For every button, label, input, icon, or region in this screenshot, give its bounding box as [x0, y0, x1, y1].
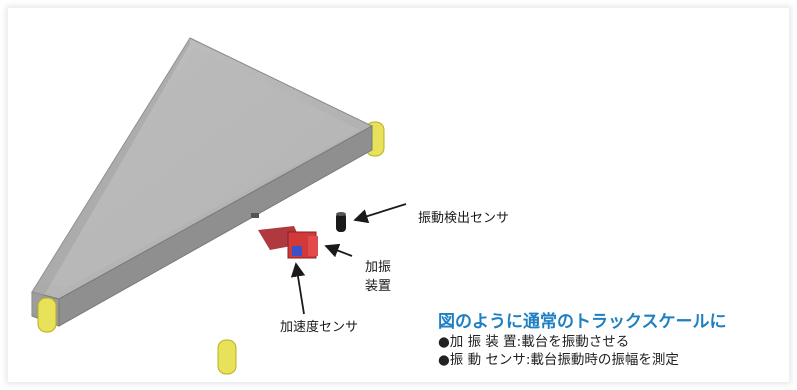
figure-frame: 振動検出センサ 加振 装置 加速度センサ 図のように通常のトラックスケールに ●… — [8, 8, 789, 382]
accelerometer-label: 加速度センサ — [280, 320, 359, 335]
exciter-label-line1: 加振 — [365, 260, 392, 275]
caption-item-sensor: ●振 動 センサ:載台振動時の振幅を測定 — [438, 352, 679, 368]
deck-fitting — [251, 213, 259, 218]
accelerometer — [292, 246, 302, 256]
load-cell-front-right — [217, 339, 237, 375]
vibration-sensor-label: 振動検出センサ — [418, 211, 510, 226]
arrow-icon — [290, 262, 306, 315]
caption-item-exciter: ●加 振 装 置:載台を振動させる — [438, 334, 630, 350]
exciter-label-line2: 装置 — [365, 279, 392, 294]
arrow-icon — [324, 243, 353, 258]
vibration-sensor — [336, 212, 346, 232]
load-cell-front-left — [37, 297, 57, 333]
arrow-icon — [353, 203, 407, 224]
weighing-platform — [31, 37, 374, 327]
exciter-device — [258, 226, 318, 259]
caption-title: 図のように通常のトラックスケールに — [438, 312, 727, 332]
truck-scale-diagram — [31, 37, 407, 375]
caption-block: 図のように通常のトラックスケールに ●加 振 装 置:載台を振動させる ●振 動… — [438, 311, 727, 369]
exciter-label: 加振 装置 — [365, 258, 405, 296]
